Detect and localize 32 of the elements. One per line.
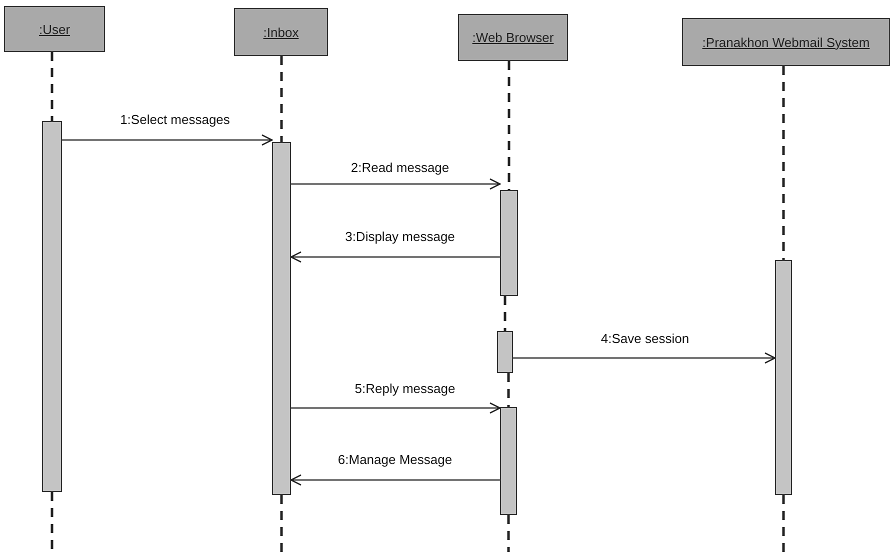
message-label: 6:Manage Message <box>336 452 454 467</box>
lifeline <box>504 296 506 331</box>
activation-bar <box>497 331 513 373</box>
activation-bar <box>272 142 291 495</box>
message-arrow <box>291 402 501 414</box>
message-label: 3:Display message <box>343 229 457 244</box>
message-arrow <box>290 474 500 486</box>
lifeline <box>50 492 54 552</box>
message-label: 5:Reply message <box>352 381 458 396</box>
lifeline <box>782 495 785 552</box>
lifeline <box>782 66 785 260</box>
lifeline <box>50 52 54 121</box>
lifeline <box>280 56 283 142</box>
message-arrow <box>291 178 501 190</box>
message-label: 1:Select messages <box>118 112 232 127</box>
message-arrow <box>513 352 776 364</box>
message-label: 4:Save session <box>598 331 692 346</box>
lifeline-header: :Web Browser <box>458 14 568 61</box>
message-label: 2:Read message <box>348 160 452 175</box>
lifeline <box>280 495 283 552</box>
lifeline-header: :Inbox <box>234 8 328 56</box>
lifeline-header: :Pranakhon Webmail System <box>682 18 890 66</box>
message-arrow <box>62 134 273 146</box>
activation-bar <box>775 260 792 495</box>
activation-bar <box>42 121 62 492</box>
lifeline-header: :User <box>4 6 105 52</box>
activation-bar <box>500 190 518 296</box>
message-arrow <box>290 251 500 263</box>
lifeline <box>508 61 510 190</box>
lifeline <box>507 515 510 552</box>
activation-bar <box>500 407 517 515</box>
lifeline <box>507 373 510 407</box>
